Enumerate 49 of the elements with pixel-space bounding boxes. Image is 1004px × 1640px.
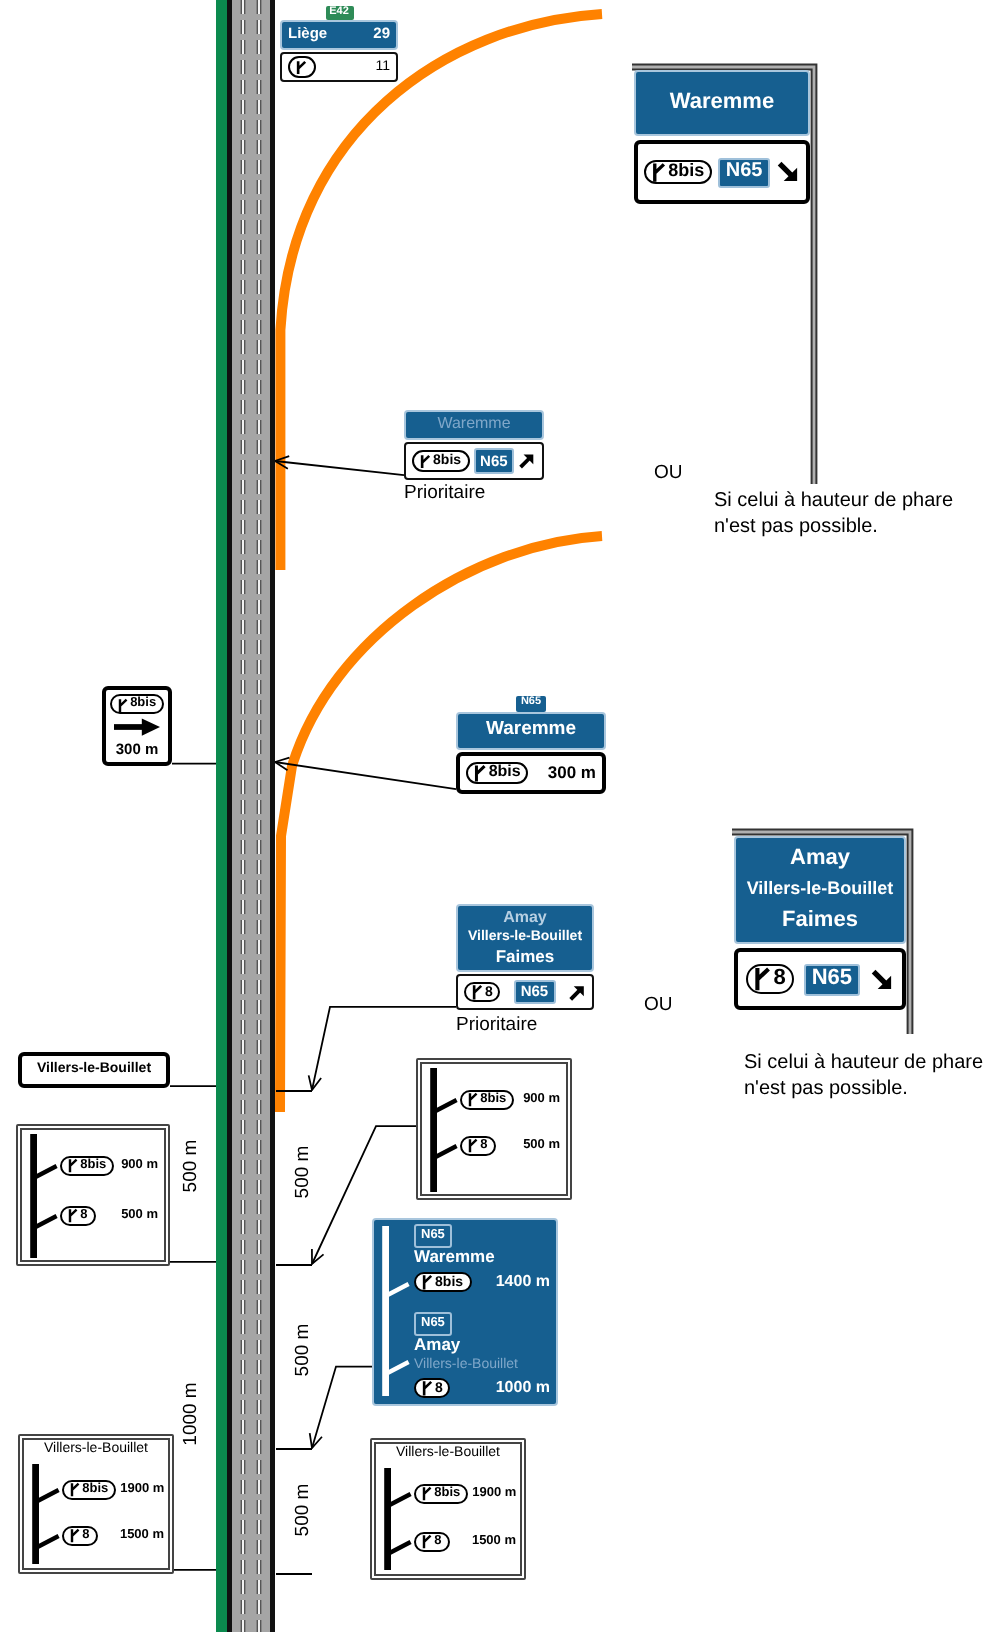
road-sign (102, 686, 172, 766)
road-sign (16, 1124, 170, 1266)
destination-name: Faimes (782, 908, 858, 933)
or-label: OU (654, 464, 683, 485)
distance-text: 300 m (547, 763, 596, 783)
note-text: Si celui à hauteur de phare n'est pas possible. (714, 490, 956, 540)
exit-number: 8 (773, 968, 786, 990)
leader-arrow (308, 1365, 373, 1449)
leader-arrow (307, 1005, 457, 1091)
destination-name: Villers-le-Bouillet (746, 880, 894, 900)
dimension-label: 1000 m (181, 1382, 203, 1446)
destination-name: Waremme (437, 416, 511, 434)
sign-caption: Prioritaire (456, 1016, 538, 1037)
leader-line (173, 1568, 217, 1571)
distance-text: 1000 m (495, 1379, 550, 1397)
position-tick (276, 1447, 312, 1449)
dimension-label: 500 m (181, 1139, 203, 1193)
destination-name: Faimes (495, 948, 555, 967)
exit-number: 8bis (668, 162, 705, 181)
destination-name: Amay (414, 1336, 461, 1356)
or-label: OU (644, 996, 673, 1017)
exit-number: 8bis (488, 764, 521, 781)
leader-line (169, 1085, 217, 1088)
sign-caption: Prioritaire (404, 484, 486, 505)
dimension-label: 500 m (293, 1145, 315, 1199)
leader-arrow (274, 455, 405, 477)
position-tick (276, 1089, 312, 1091)
dimension-label: 500 m (293, 1483, 315, 1537)
leader-line (171, 762, 217, 765)
road-sign (370, 1438, 526, 1580)
destination-name: Waremme (485, 720, 577, 742)
road-sign (18, 1052, 170, 1088)
note-text: Si celui à hauteur de phare n'est pas possible. (744, 1052, 986, 1102)
distance-text: 1400 m (495, 1273, 550, 1291)
destination-name: Waremme (414, 1248, 495, 1268)
dimension-label: 500 m (293, 1323, 315, 1377)
position-tick (276, 1263, 312, 1265)
road-sign (372, 1218, 558, 1406)
destination-name: Amay (790, 846, 850, 872)
road-number-plate: N65 (804, 963, 859, 995)
road-number-plate: N65 (718, 157, 770, 187)
road-sign (18, 1434, 174, 1574)
destination-name: Amay (503, 909, 547, 927)
leader-line (169, 1260, 217, 1263)
highway-road (216, 0, 275, 1632)
leader-arrow (274, 756, 457, 791)
road-sign (416, 1058, 572, 1200)
leader-arrow (311, 1125, 417, 1265)
destination-name: Waremme (669, 90, 775, 116)
